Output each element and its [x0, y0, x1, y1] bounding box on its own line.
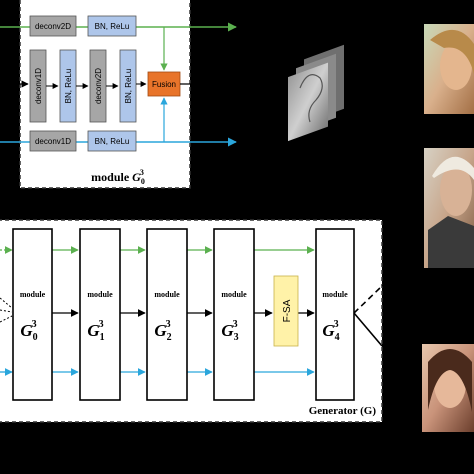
face-image-bottom [422, 344, 474, 432]
face-image-top [424, 24, 474, 114]
module-g0-sub: 0 [33, 332, 38, 343]
module-g2-symbol: G2 3 [154, 319, 171, 343]
bn-relu-mid1-label: BN, ReLu [64, 69, 73, 104]
module-g2-rect [146, 228, 188, 401]
face-top-head [440, 42, 472, 90]
module-g2-symbol-letter: G [154, 321, 167, 340]
module-g0-symbol: G0 3 [20, 319, 37, 343]
deconv1d-bottom-label: deconv1D [35, 137, 71, 146]
bn-relu-bottom-block [87, 130, 137, 152]
module-g3-sup: 3 [233, 319, 238, 330]
module-g0-symbol-letter: G [20, 321, 33, 340]
bn-relu-mid2-block [119, 49, 137, 123]
module-g3-symbol: G3 3 [221, 319, 238, 343]
feature-texture [299, 74, 323, 123]
deconv2d-top-label: deconv2D [35, 22, 71, 31]
module-g1-symbol: G1 3 [87, 319, 104, 343]
deconv1d-bottom-block [29, 130, 77, 152]
generator-caption: Generator (G) [309, 405, 377, 417]
module-g4-rect [315, 228, 355, 401]
embossed-feature-stack [288, 44, 344, 142]
module-g3-rect [213, 228, 255, 401]
fsa-box: F-SA [273, 275, 299, 347]
module-g3-box: module G3 3 [213, 228, 255, 401]
module-g0-label: module [20, 290, 46, 299]
module-g2-box: module G2 3 [146, 228, 188, 401]
module-g2-sup: 3 [166, 319, 171, 330]
fusion-block [147, 71, 181, 97]
module-g0-caption-sub: 0 [141, 177, 145, 186]
module-g1-sub: 1 [100, 332, 105, 343]
module-g4-symbol: G4 3 [322, 319, 339, 343]
module-g4-symbol-letter: G [322, 321, 335, 340]
feature-slice-front [288, 62, 328, 142]
module-g1-box: module G1 3 [79, 228, 121, 401]
deconv2d-mid-label: deconv2D [94, 68, 103, 104]
fusion-label: Fusion [152, 80, 176, 89]
deconv2d-top-block [29, 15, 77, 37]
module-g0-panel: deconv2D BN, ReLu deconv1D BN, ReLu deco… [0, 0, 237, 189]
face-top-hair [430, 29, 474, 75]
bn-relu-bottom-label: BN, ReLu [95, 137, 130, 146]
module-g4-sup: 3 [334, 319, 339, 330]
bn-relu-mid2-label: BN, ReLu [124, 69, 133, 104]
output-dash-continued [381, 251, 421, 287]
face-image-middle [424, 148, 474, 268]
bn-relu-top-block [87, 15, 137, 37]
module-g0-rect [12, 228, 53, 401]
module-g1-symbol-letter: G [87, 321, 100, 340]
module-g0-sup: 3 [32, 319, 37, 330]
module-g0-caption-symbol: G [132, 170, 141, 184]
module-g4-box: module G4 3 [315, 228, 355, 401]
module-g2-label: module [154, 290, 180, 299]
module-g0-caption-sup: 3 [140, 168, 144, 177]
output-line-down [353, 312, 383, 347]
module-g0-box: module G0 3 [12, 228, 53, 401]
module-g3-sub: 3 [234, 332, 239, 343]
bn-relu-top-label: BN, ReLu [95, 22, 130, 31]
black-flow-row [0, 297, 315, 323]
output-dash-up [353, 285, 383, 314]
generator-panel: module G03 module G13 module G23 module … [0, 219, 383, 423]
module-g1-label: module [87, 290, 113, 299]
module-g3-label: module [221, 290, 247, 299]
face-middle-head [440, 164, 472, 216]
module-g4-label: module [322, 290, 348, 299]
module-g2-sub: 2 [167, 332, 172, 343]
fsa-rect [273, 275, 299, 347]
module-g0-caption-text: module [91, 170, 132, 184]
module-g1-rect [79, 228, 121, 401]
face-middle-hair [432, 156, 474, 180]
black-in-dash-1 [0, 297, 13, 309]
module-g0-caption: module G03 [91, 168, 145, 186]
deconv1d-mid-label: deconv1D [34, 68, 43, 104]
face-bottom-hair [428, 349, 472, 412]
fsa-label: F-SA [282, 299, 293, 322]
module-g4-sub: 4 [335, 332, 340, 343]
module-g1-sup: 3 [99, 319, 104, 330]
face-middle-shirt [428, 216, 474, 268]
module-g3-symbol-letter: G [221, 321, 234, 340]
